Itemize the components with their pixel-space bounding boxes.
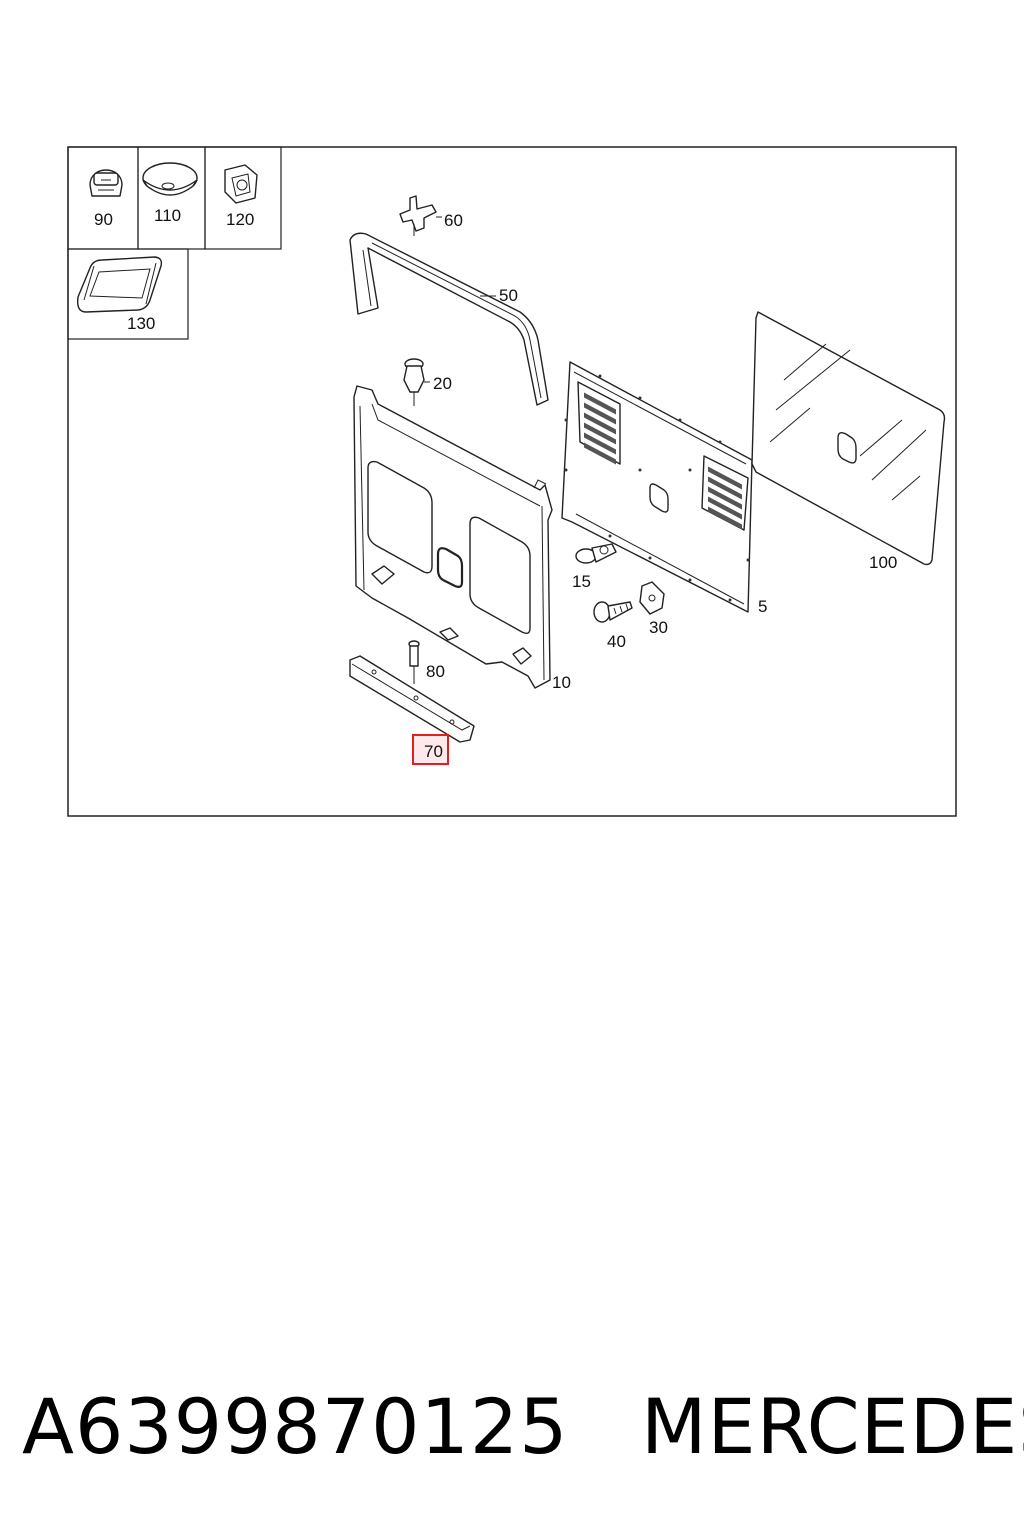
part-number: A6399870125 (22, 1382, 569, 1471)
clip-20[interactable] (403, 358, 425, 406)
vent-grille-left (584, 392, 616, 465)
vent-grille-right (708, 466, 742, 530)
rivet-80[interactable] (408, 640, 420, 684)
clip-90[interactable] (89, 169, 123, 197)
bracket-60[interactable] (399, 195, 437, 236)
callout-highlight-box (412, 734, 449, 765)
nut-120[interactable] (224, 164, 258, 204)
callout-10[interactable]: 10 (552, 673, 571, 692)
callout-20[interactable]: 20 (433, 374, 452, 393)
callout-130[interactable]: 130 (127, 314, 155, 333)
leader-lines (424, 216, 496, 383)
cap-110[interactable] (142, 162, 198, 196)
callout-60[interactable]: 60 (444, 211, 463, 230)
callout-70[interactable]: 70 (424, 742, 443, 761)
clip-15[interactable] (575, 543, 617, 564)
glass-100[interactable] (751, 311, 946, 566)
callout-100[interactable]: 100 (869, 553, 897, 572)
frame-130[interactable] (76, 256, 163, 313)
callout-90[interactable]: 90 (94, 210, 113, 229)
callout-120[interactable]: 120 (226, 210, 254, 229)
callout-50[interactable]: 50 (499, 286, 518, 305)
mat-dots (564, 374, 750, 602)
brand-name: MERCEDES (640, 1382, 1024, 1471)
inset-boxes (67, 146, 282, 340)
callout-5[interactable]: 5 (758, 597, 767, 616)
mat-5[interactable] (561, 361, 753, 613)
panel-10[interactable] (353, 385, 553, 689)
callout-80[interactable]: 80 (426, 662, 445, 681)
bracket-70[interactable] (349, 655, 475, 743)
footer-caption: A6399870125 MERCEDES (22, 1372, 1024, 1482)
diagram-frame (67, 146, 957, 817)
callout-30[interactable]: 30 (649, 618, 668, 637)
clip-30[interactable] (639, 581, 665, 615)
callout-15[interactable]: 15 (572, 572, 591, 591)
trim-50[interactable] (349, 232, 549, 406)
callout-40[interactable]: 40 (607, 632, 626, 651)
callout-110[interactable]: 110 (154, 206, 181, 225)
screw-40[interactable] (593, 601, 633, 623)
